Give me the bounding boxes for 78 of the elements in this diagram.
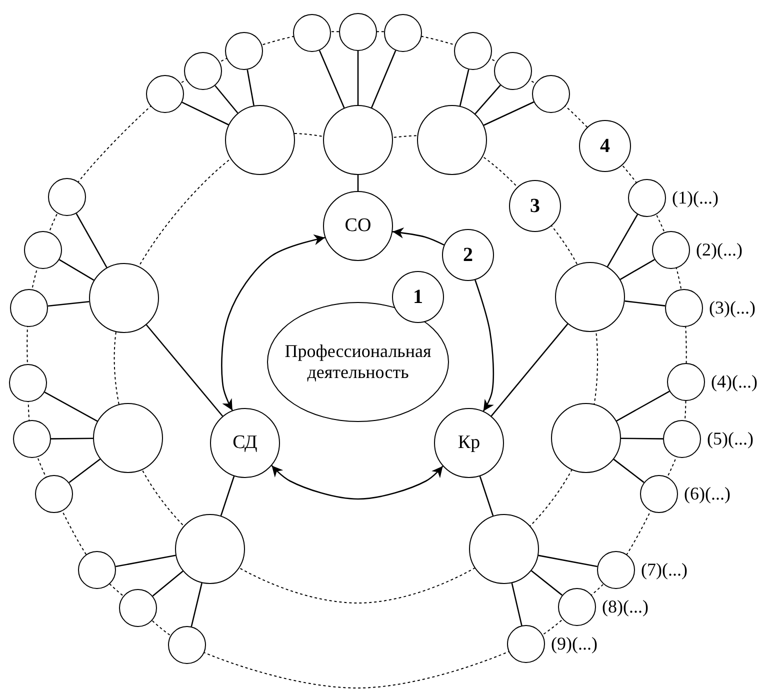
connector-line [44,392,98,422]
connector-line [51,438,93,440]
circle-node [78,551,116,589]
connector-line [483,101,534,126]
connector-line [246,70,254,106]
circle-node [184,52,222,90]
node-label: СО [344,216,372,236]
connector-line [152,570,184,596]
connector-line [538,554,598,568]
connector-line [220,476,235,516]
circle-node [168,626,206,664]
circle-node [384,14,422,52]
item-label: (4)(...) [711,372,758,392]
item-label: (7)(...) [641,560,688,580]
circle-node [119,589,157,627]
circle-node [48,178,86,216]
circle-node [555,262,625,332]
number-circle [579,120,631,172]
circle-node [10,289,48,327]
node-label: СД [232,432,258,454]
connector-line [459,69,470,106]
node-label: Кр [458,432,480,454]
arrow [474,280,494,412]
callout-number: 1 [413,286,423,308]
number-circle [442,229,494,281]
connector-line [357,51,359,105]
connector-line [474,84,501,114]
connector-line [59,259,94,281]
item-label: (5)(...) [707,428,754,450]
circle-node [293,14,331,52]
callout-number: 4 [600,135,610,157]
circle-node [225,32,263,70]
item-label: (2)(...) [696,240,742,260]
connector-line [624,300,666,306]
connector-line [490,324,568,416]
circle-node [13,420,51,458]
arrow [221,234,326,411]
connector-line [146,324,224,417]
connector-line [620,258,655,280]
connector-line [116,554,176,568]
circle-node [494,52,532,90]
node-label: Профессиональная деятельность [284,341,432,383]
circle-node [89,263,159,333]
number-circle [509,180,561,232]
circle-node [532,75,570,113]
item-label: (8)(...) [602,596,648,618]
item-label: (6)(...) [684,484,730,504]
connector-line [531,570,563,596]
callout-number: 3 [530,195,540,217]
connector-line [182,102,229,126]
connector-line [48,301,90,307]
connector-line [613,458,644,483]
connector-line [214,85,238,114]
connector-line [76,213,108,268]
item-label: (3)(...) [709,298,756,318]
circle-node [146,75,184,113]
connector-line [479,476,494,516]
connector-line [616,390,670,422]
callout-number: 2 [463,244,473,266]
circle-node [339,13,377,51]
circle-node [24,231,62,269]
item-label: (9)(...) [551,634,598,654]
connector-line [68,458,100,484]
connector-line [190,582,202,627]
item-label: (1)(...) [672,188,718,208]
circle-node [434,408,504,478]
circle-node [9,364,47,402]
arrow [392,228,444,246]
number-circle [392,271,444,323]
connector-line [357,175,359,191]
connector-line [606,214,638,267]
connector-line [511,582,522,626]
arrow [271,465,444,500]
circle-node [454,32,492,70]
connector-line [370,50,396,108]
circle-node [35,475,73,513]
connector-line [621,438,663,440]
connector-line [318,50,345,108]
